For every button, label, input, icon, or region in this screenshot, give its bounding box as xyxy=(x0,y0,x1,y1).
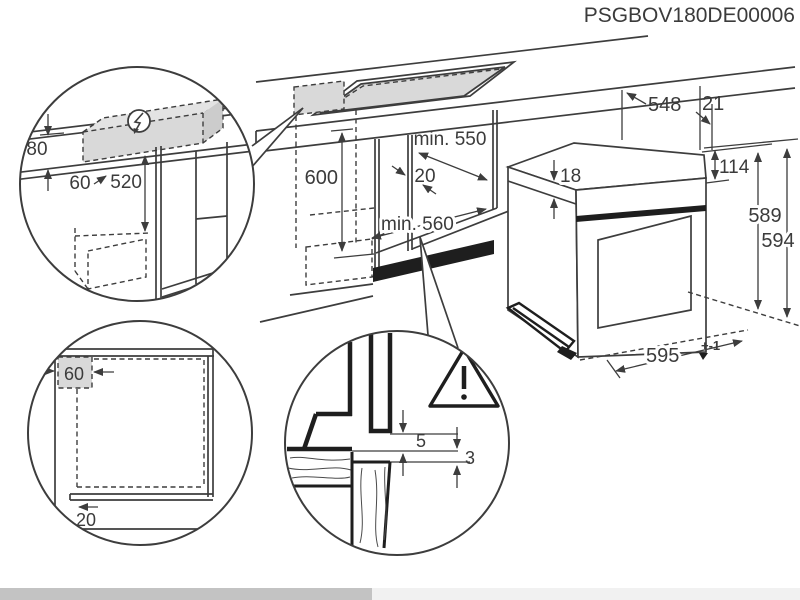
dim-label-594: 594 xyxy=(761,230,794,252)
dimension-oven-body-width: 548 xyxy=(621,86,713,150)
lightning-bolt-icon xyxy=(127,109,151,134)
dim-label-20-plinth: 20 xyxy=(76,510,96,530)
dimension-gap-3: 3 xyxy=(453,427,475,488)
dimension-niche-depth: min. 550 xyxy=(414,129,488,181)
callout-leader-door-gap xyxy=(419,236,459,349)
dimension-oven-heights: 589 594 xyxy=(745,148,798,318)
dim-label-min-560: min. 560 xyxy=(381,214,454,235)
dim-label-20-gap: 20 xyxy=(414,166,435,187)
dim-label-595: 595 xyxy=(646,345,679,367)
dim-label-520: 520 xyxy=(110,172,142,193)
built-in-oven: 548 21 114 18 589 594 595 xyxy=(505,86,800,379)
dimension-worktop-thickness: 18 xyxy=(550,160,584,219)
product-code-title: PSGBOV180DE00006 xyxy=(584,4,795,27)
detail-circle-door-gap: 5 3 xyxy=(284,330,510,556)
electrical-zone-shading xyxy=(294,81,344,115)
dim-label-21: 21 xyxy=(702,93,724,115)
dim-label-3: 3 xyxy=(465,448,475,468)
dimension-gap-5: 5 xyxy=(399,410,426,476)
dim-label-589: 589 xyxy=(748,205,781,227)
oven-door-window xyxy=(597,214,692,330)
oven-control-panel-stripe xyxy=(576,205,706,222)
warning-triangle-icon xyxy=(428,347,500,408)
dimension-niche-height: 600 xyxy=(305,128,375,259)
callout-leader-electrical xyxy=(250,107,304,169)
oven-foot xyxy=(699,353,708,360)
scrollbar-thumb[interactable] xyxy=(0,588,372,600)
dim-label-min-550: min. 550 xyxy=(414,129,487,150)
electrical-space-box xyxy=(82,98,224,163)
dim-label-114: 114 xyxy=(719,157,750,178)
dim-label-600: 600 xyxy=(305,167,338,189)
dimension-niche-width: min. 560 xyxy=(371,207,487,240)
oven-door-handle xyxy=(505,301,577,360)
kitchen-cabinet-scene: 600 min. 550 20 min. 560 xyxy=(255,35,796,323)
detail-circle-electrical-connection: 80 60 520 xyxy=(19,66,255,302)
dimension-60-electrical: 60 xyxy=(69,173,107,194)
detail-circle-side-view: 60 20 xyxy=(27,320,253,546)
dimension-side-gap: 20 xyxy=(391,165,437,195)
dim-label-80: 80 xyxy=(26,139,47,160)
dim-label-60-rear: 60 xyxy=(64,364,84,384)
horizontal-scrollbar[interactable] xyxy=(0,588,800,600)
dimension-80: 80 xyxy=(26,114,65,191)
dim-label-18: 18 xyxy=(560,166,581,187)
dim-label-595-tolerance: +-1 xyxy=(701,338,720,353)
rear-electrical-zone xyxy=(58,357,92,388)
hob-cutout xyxy=(310,60,517,117)
dimension-control-panel-height: 114 xyxy=(705,150,750,184)
cabinet-panel-wood-section xyxy=(350,461,392,549)
dimension-clearance-21: 21 xyxy=(695,93,724,125)
dimension-oven-front-width: 595 +-1 xyxy=(606,338,743,379)
plinth-strip xyxy=(373,240,494,282)
oven-hidden-outline xyxy=(305,238,373,286)
dimension-520: 520 xyxy=(110,155,149,232)
dim-label-548: 548 xyxy=(648,94,681,116)
dim-label-60-electrical: 60 xyxy=(69,173,90,194)
dim-label-5: 5 xyxy=(416,431,426,451)
